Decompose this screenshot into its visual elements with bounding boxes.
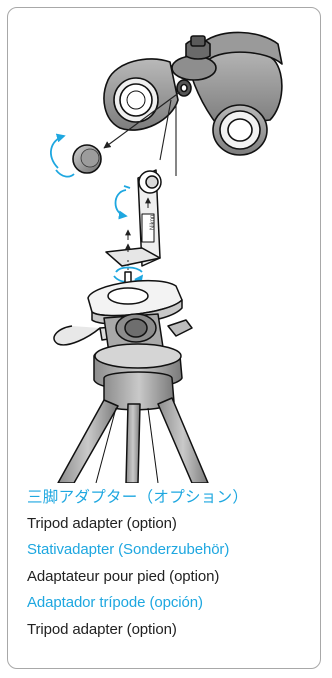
tripod-adapter-icon: [105, 169, 162, 267]
caption-spanish: Adaptador trípode (opción): [27, 594, 203, 612]
caption-list: 三脚アダプター（オプション） Tripod adapter (option) S…: [27, 484, 317, 644]
caption-french: Adaptateur pour pied (option): [27, 567, 220, 585]
binoculars-icon: [103, 31, 283, 156]
tripod-head-icon: [53, 271, 193, 411]
caption-italian: Tripod adapter (option): [27, 620, 177, 638]
lens-cap-icon: [72, 144, 102, 174]
manual-panel: Nikon: [7, 7, 321, 669]
rotate-arrow-icon: [50, 133, 66, 169]
caption-german: Stativadapter (Sonderzubehör): [27, 541, 230, 559]
tripod-legs-icon: [57, 397, 209, 483]
tripod-mount-illustration: Nikon: [50, 31, 283, 483]
caption-english: Tripod adapter (option): [27, 514, 177, 532]
adapter-marking: Nikon: [150, 215, 156, 230]
caption-japanese: 三脚アダプター（オプション）: [27, 488, 249, 506]
